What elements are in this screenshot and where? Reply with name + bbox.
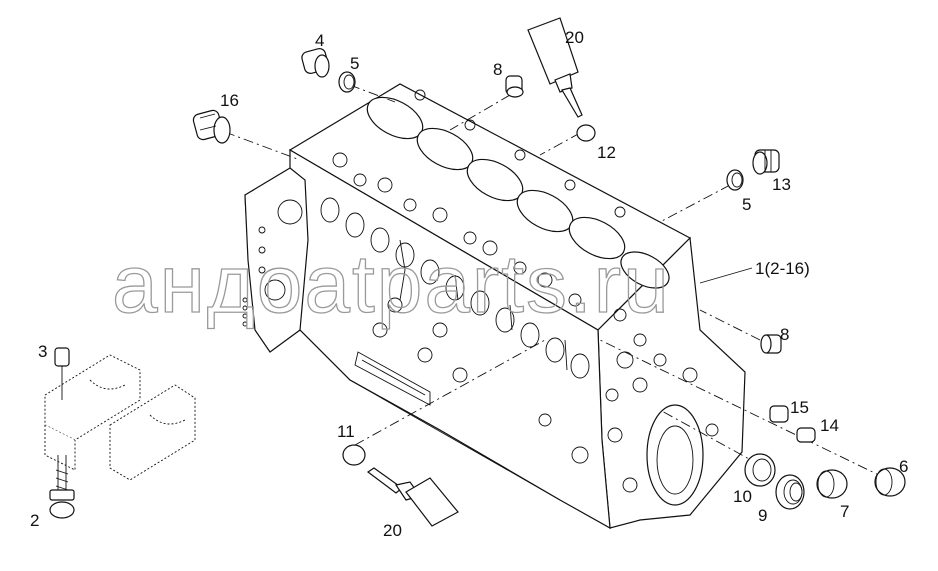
part-2-bolt (49, 455, 75, 519)
part-8-plug-right (760, 334, 782, 354)
callout-13: 13 (772, 175, 791, 194)
part-11-plug (342, 444, 366, 466)
callout-20-bottom: 20 (383, 521, 402, 540)
part-14 (796, 427, 816, 443)
callout-4: 4 (315, 31, 324, 50)
part-12-cap (576, 124, 596, 142)
callout-8-right: 8 (780, 325, 789, 344)
callout-8: 8 (493, 60, 502, 79)
callout-16: 16 (220, 91, 239, 110)
part-10-bushing (744, 453, 776, 487)
callout-6: 6 (899, 457, 908, 476)
callout-5-right: 5 (742, 195, 751, 214)
callout-7: 7 (840, 502, 849, 521)
part-4-plug (301, 48, 330, 78)
leader-lines (224, 84, 886, 479)
part-5-ring (338, 71, 356, 93)
watermark-text: aндoatparts.ru (112, 239, 671, 330)
part-15 (769, 405, 789, 423)
callout-15: 15 (790, 398, 809, 417)
engine-block (242, 83, 746, 530)
part-3-dowel (54, 347, 70, 400)
part-5-ring-right (726, 169, 744, 191)
part-7 (816, 469, 848, 499)
part-20-sealant-tube-bottom (366, 467, 459, 527)
callout-3: 3 (38, 342, 47, 361)
callout-12: 12 (597, 143, 616, 162)
callout-9: 9 (758, 506, 767, 525)
callout-1-range: 1(2-16) (755, 259, 810, 278)
callout-5: 5 (350, 54, 359, 73)
part-9-seal (775, 474, 805, 510)
callout-labels: 4 5 16 20 8 12 13 5 1(2-16) 8 3 2 11 20 … (30, 28, 908, 540)
callout-2: 2 (30, 511, 39, 530)
callout-11: 11 (337, 422, 355, 441)
part-8-plug-top (505, 75, 524, 98)
callout-10: 10 (733, 487, 752, 506)
part-20-sealant-tube-top (527, 17, 583, 118)
callout-20: 20 (565, 28, 584, 47)
bearing-caps-dotted (44, 354, 196, 481)
part-16-sleeve (192, 109, 231, 144)
part-13-plug (752, 149, 780, 175)
part-6 (874, 467, 906, 497)
callout-14: 14 (820, 416, 839, 435)
